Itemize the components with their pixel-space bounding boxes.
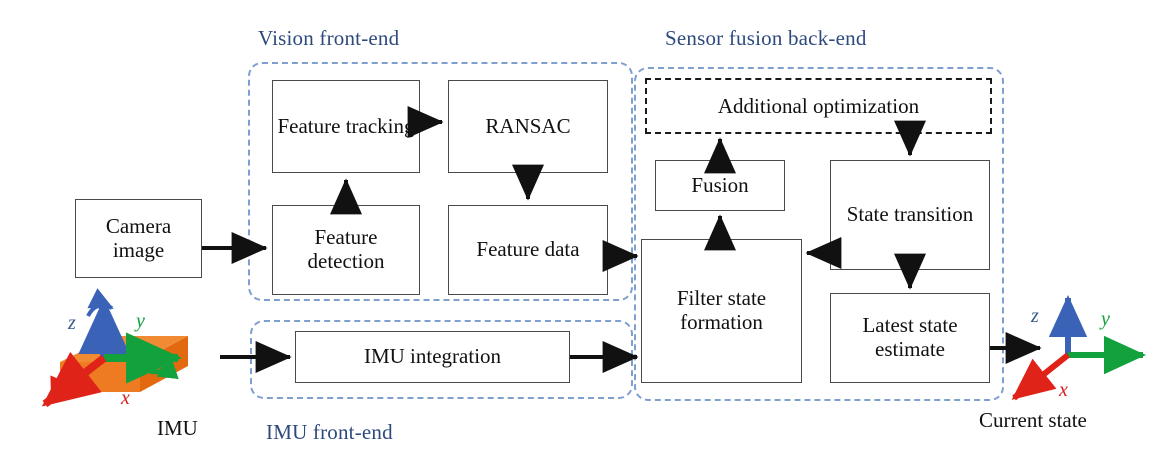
- node-state-transition-label: State transition: [846, 202, 974, 227]
- node-feature-detection[interactable]: Feature detection: [272, 205, 420, 295]
- node-feature-data[interactable]: Feature data: [448, 205, 608, 295]
- current-axis-x-arrow: [1011, 352, 1070, 401]
- node-fusion-label: Fusion: [691, 172, 749, 197]
- imu-rotation-z-arc: [86, 288, 114, 317]
- node-filter-state-formation[interactable]: Filter state formation: [641, 239, 802, 383]
- group-label-imu-front-end: IMU front-end: [266, 420, 393, 444]
- current-axis-label-x: x: [1059, 379, 1068, 401]
- label-imu-device: IMU: [157, 416, 198, 440]
- imu-axis-label-y: y: [136, 310, 145, 332]
- node-feature-detection-label: Feature detection: [307, 225, 385, 273]
- current-axis-label-y: y: [1101, 308, 1110, 330]
- node-camera-image[interactable]: Camera image: [75, 199, 202, 278]
- node-additional-optimization[interactable]: Additional optimization: [645, 78, 992, 134]
- node-latest-state-estimate-label: Latest state estimate: [862, 313, 958, 361]
- node-feature-data-label: Feature data: [476, 237, 580, 262]
- imu-axis-label-x: x: [121, 387, 130, 409]
- imu-axis-label-z: z: [68, 312, 76, 334]
- group-container-vision-front-end: [248, 62, 633, 301]
- imu-rotation-y-arc: [149, 354, 179, 380]
- group-container-sensor-fusion-back-end: [634, 67, 1004, 401]
- node-imu-integration-label: IMU integration: [363, 344, 502, 369]
- node-filter-state-formation-label: Filter state formation: [676, 286, 767, 334]
- imu-rotation-x-arc: [50, 375, 76, 402]
- current-axis-label-z: z: [1031, 305, 1039, 327]
- node-additional-optimization-label: Additional optimization: [717, 93, 920, 118]
- label-current-state: Current state: [979, 408, 1087, 432]
- node-feature-tracking[interactable]: Feature tracking: [272, 80, 420, 173]
- node-ransac-label: RANSAC: [485, 113, 571, 138]
- group-label-vision-front-end: Vision front-end: [258, 26, 400, 50]
- node-feature-tracking-label: Feature tracking: [277, 113, 415, 138]
- node-imu-integration[interactable]: IMU integration: [295, 331, 570, 383]
- node-camera-image-label: Camera image: [105, 213, 172, 262]
- node-latest-state-estimate[interactable]: Latest state estimate: [830, 293, 990, 383]
- group-label-sensor-fusion-back-end: Sensor fusion back-end: [665, 26, 867, 50]
- node-state-transition[interactable]: State transition: [830, 160, 990, 270]
